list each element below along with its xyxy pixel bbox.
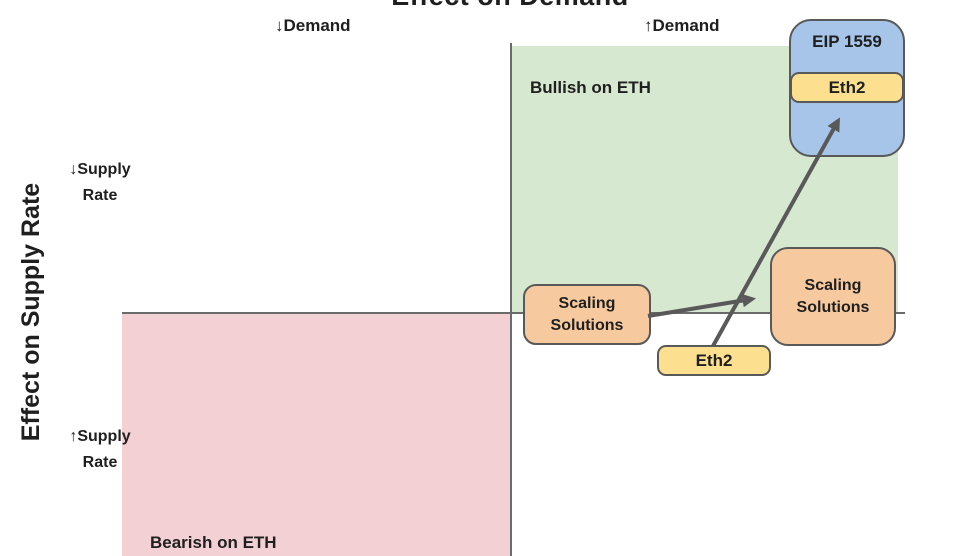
node-scaling-right-line1: Scaling [804, 276, 862, 294]
supply-down-line2: Rate [82, 187, 118, 204]
node-eth2-top-label: Eth2 [828, 77, 866, 97]
node-scaling-left-line1: Scaling [558, 294, 616, 312]
x-axis-line [122, 312, 905, 314]
supply-up-line1: ↑Supply [69, 428, 131, 445]
node-scaling-left-line2: Solutions [550, 316, 624, 334]
supply-up-label: ↑Supply Rate [55, 424, 145, 476]
y-axis-line [510, 43, 512, 556]
demand-up-label: ↑Demand [644, 16, 720, 35]
bullish-caption: Bullish on ETH [530, 78, 651, 97]
node-eth2-bottom: Eth2 [657, 345, 771, 376]
bearish-quadrant [122, 313, 511, 556]
node-eth2-top: Eth2 [790, 72, 904, 103]
node-scaling-solutions-right: Scaling Solutions [770, 247, 896, 346]
supply-down-line1: ↓Supply [69, 161, 131, 178]
node-scaling-right-line2: Solutions [796, 298, 870, 316]
supply-up-line2: Rate [82, 454, 118, 471]
chart-title: Effect on Demand [260, 0, 760, 12]
supply-down-label: ↓Supply Rate [55, 157, 145, 209]
bearish-caption: Bearish on ETH [150, 533, 277, 552]
node-scaling-solutions-left: Scaling Solutions [523, 284, 651, 345]
node-eth2-bottom-label: Eth2 [695, 350, 733, 370]
node-eip1559-label: EIP 1559 [812, 32, 882, 51]
y-axis-title: Effect on Supply Rate [17, 182, 45, 442]
demand-down-label: ↓Demand [275, 16, 351, 35]
